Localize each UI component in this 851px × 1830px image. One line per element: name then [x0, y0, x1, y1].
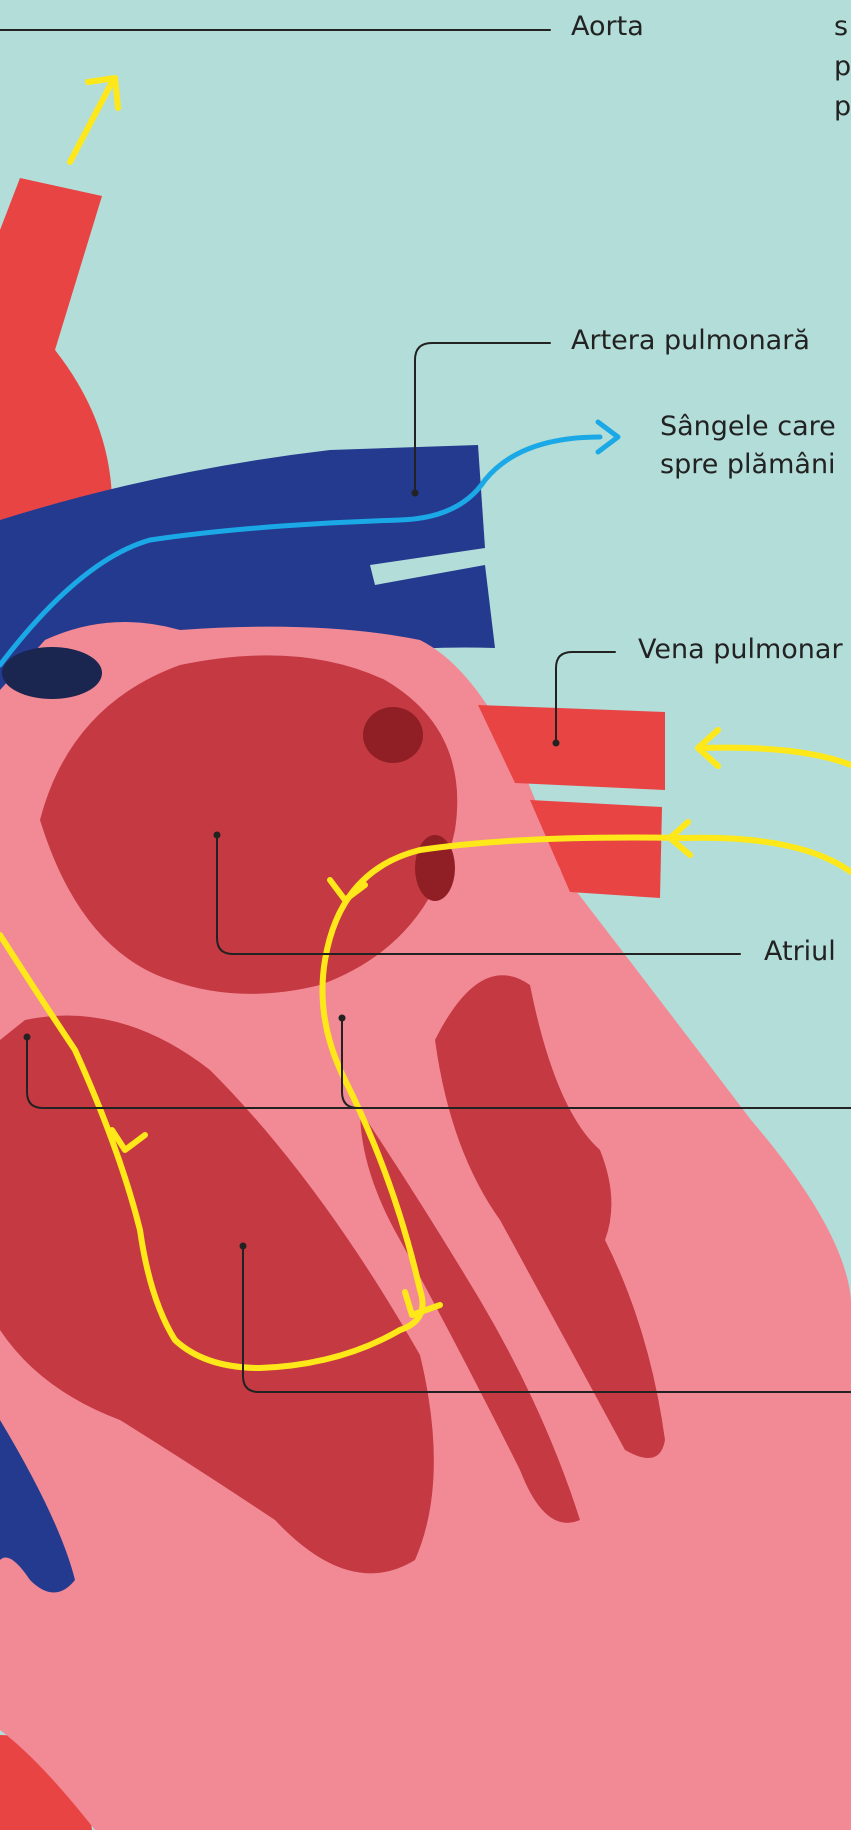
pulmonary-vein-marker [553, 740, 560, 747]
valve-marker-right [339, 1015, 346, 1022]
pulmonary-artery-marker [412, 490, 419, 497]
top-right-fragment-2: p [834, 48, 851, 85]
pulmonary-artery-label: Artera pulmonară [571, 322, 810, 359]
valve-marker-left [24, 1034, 31, 1041]
vessel-opening [2, 647, 102, 699]
atrium-marker [214, 832, 221, 839]
atrium-opening-1 [363, 707, 423, 763]
aorta-label: Aorta [571, 8, 644, 45]
blood-to-lungs-label-line2: spre plămâni [660, 446, 836, 483]
blood-to-lungs-label-line1: Sângele care [660, 408, 836, 445]
aorta-flow-arrow [70, 82, 112, 162]
pulmonary-vein-label: Vena pulmonar [638, 631, 843, 668]
top-right-fragment-1: s [834, 8, 848, 45]
atrium-label: Atriul [764, 933, 836, 970]
pulmonary-vein-flow-arrow-1 [700, 748, 851, 765]
aorta-vessel [0, 178, 112, 520]
ventricle-marker [240, 1243, 247, 1250]
top-right-fragment-3: p [834, 88, 851, 125]
